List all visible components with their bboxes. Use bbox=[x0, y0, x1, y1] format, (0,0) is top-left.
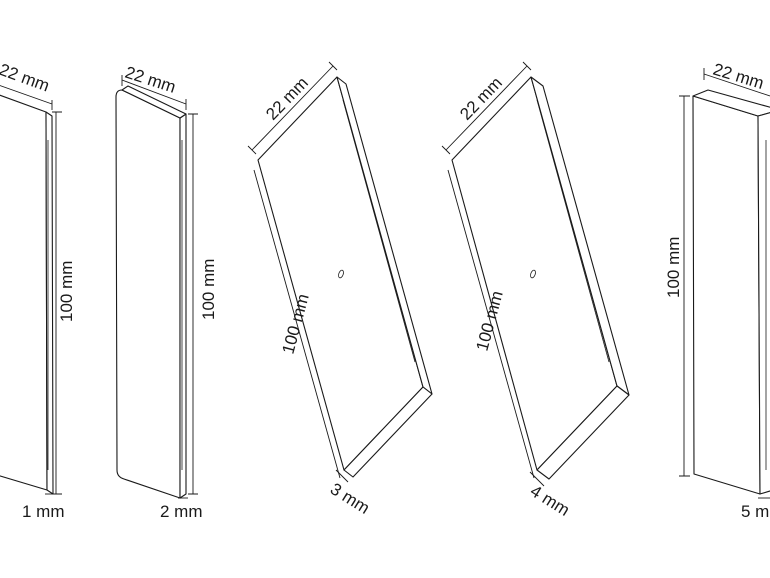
panel-5mm-face bbox=[692, 95, 761, 495]
panel-1mm-width-label: 22 mm bbox=[0, 60, 52, 96]
panel-4mm-bottom bbox=[536, 385, 630, 480]
panel-2mm-face bbox=[115, 89, 181, 499]
panel-1mm-side bbox=[45, 111, 54, 495]
panel-2mm-thickness-label: 2 mm bbox=[160, 502, 203, 521]
panel-3mm-hole-icon bbox=[338, 269, 344, 279]
panel-3mm: 22 mm 100 mm 3 mm bbox=[247, 61, 433, 518]
panel-1mm-face bbox=[0, 94, 48, 491]
panel-1mm-height-label: 100 mm bbox=[57, 261, 76, 322]
panel-5mm-thickness-label: 5 mm bbox=[741, 502, 770, 521]
panel-1mm-thickness-label: 1 mm bbox=[22, 502, 65, 521]
panel-4mm-thickness-label: 4 mm bbox=[527, 481, 573, 520]
panel-5mm-width-label: 22 mm bbox=[711, 60, 766, 93]
panel-5mm-top bbox=[692, 89, 770, 117]
panel-3mm-bottom bbox=[343, 386, 433, 478]
panel-5mm: 22 mm 100 mm 5 mm bbox=[664, 60, 770, 521]
panel-5mm-side bbox=[757, 112, 770, 495]
panel-3mm-thickness-label: 3 mm bbox=[327, 479, 373, 518]
panel-4mm: 22 mm 100 mm 4 mm bbox=[441, 61, 630, 520]
panel-2mm-top bbox=[121, 85, 187, 119]
panel-5mm-height-label: 100 mm bbox=[664, 237, 683, 298]
panel-2mm-height-label: 100 mm bbox=[199, 259, 218, 320]
panel-1mm: 22 mm 100 mm 1 mm bbox=[0, 60, 76, 521]
panel-2mm-side bbox=[179, 113, 187, 499]
panel-2mm: 22 mm 100 mm 2 mm bbox=[115, 63, 218, 521]
panel-4mm-hole-icon bbox=[530, 269, 536, 279]
